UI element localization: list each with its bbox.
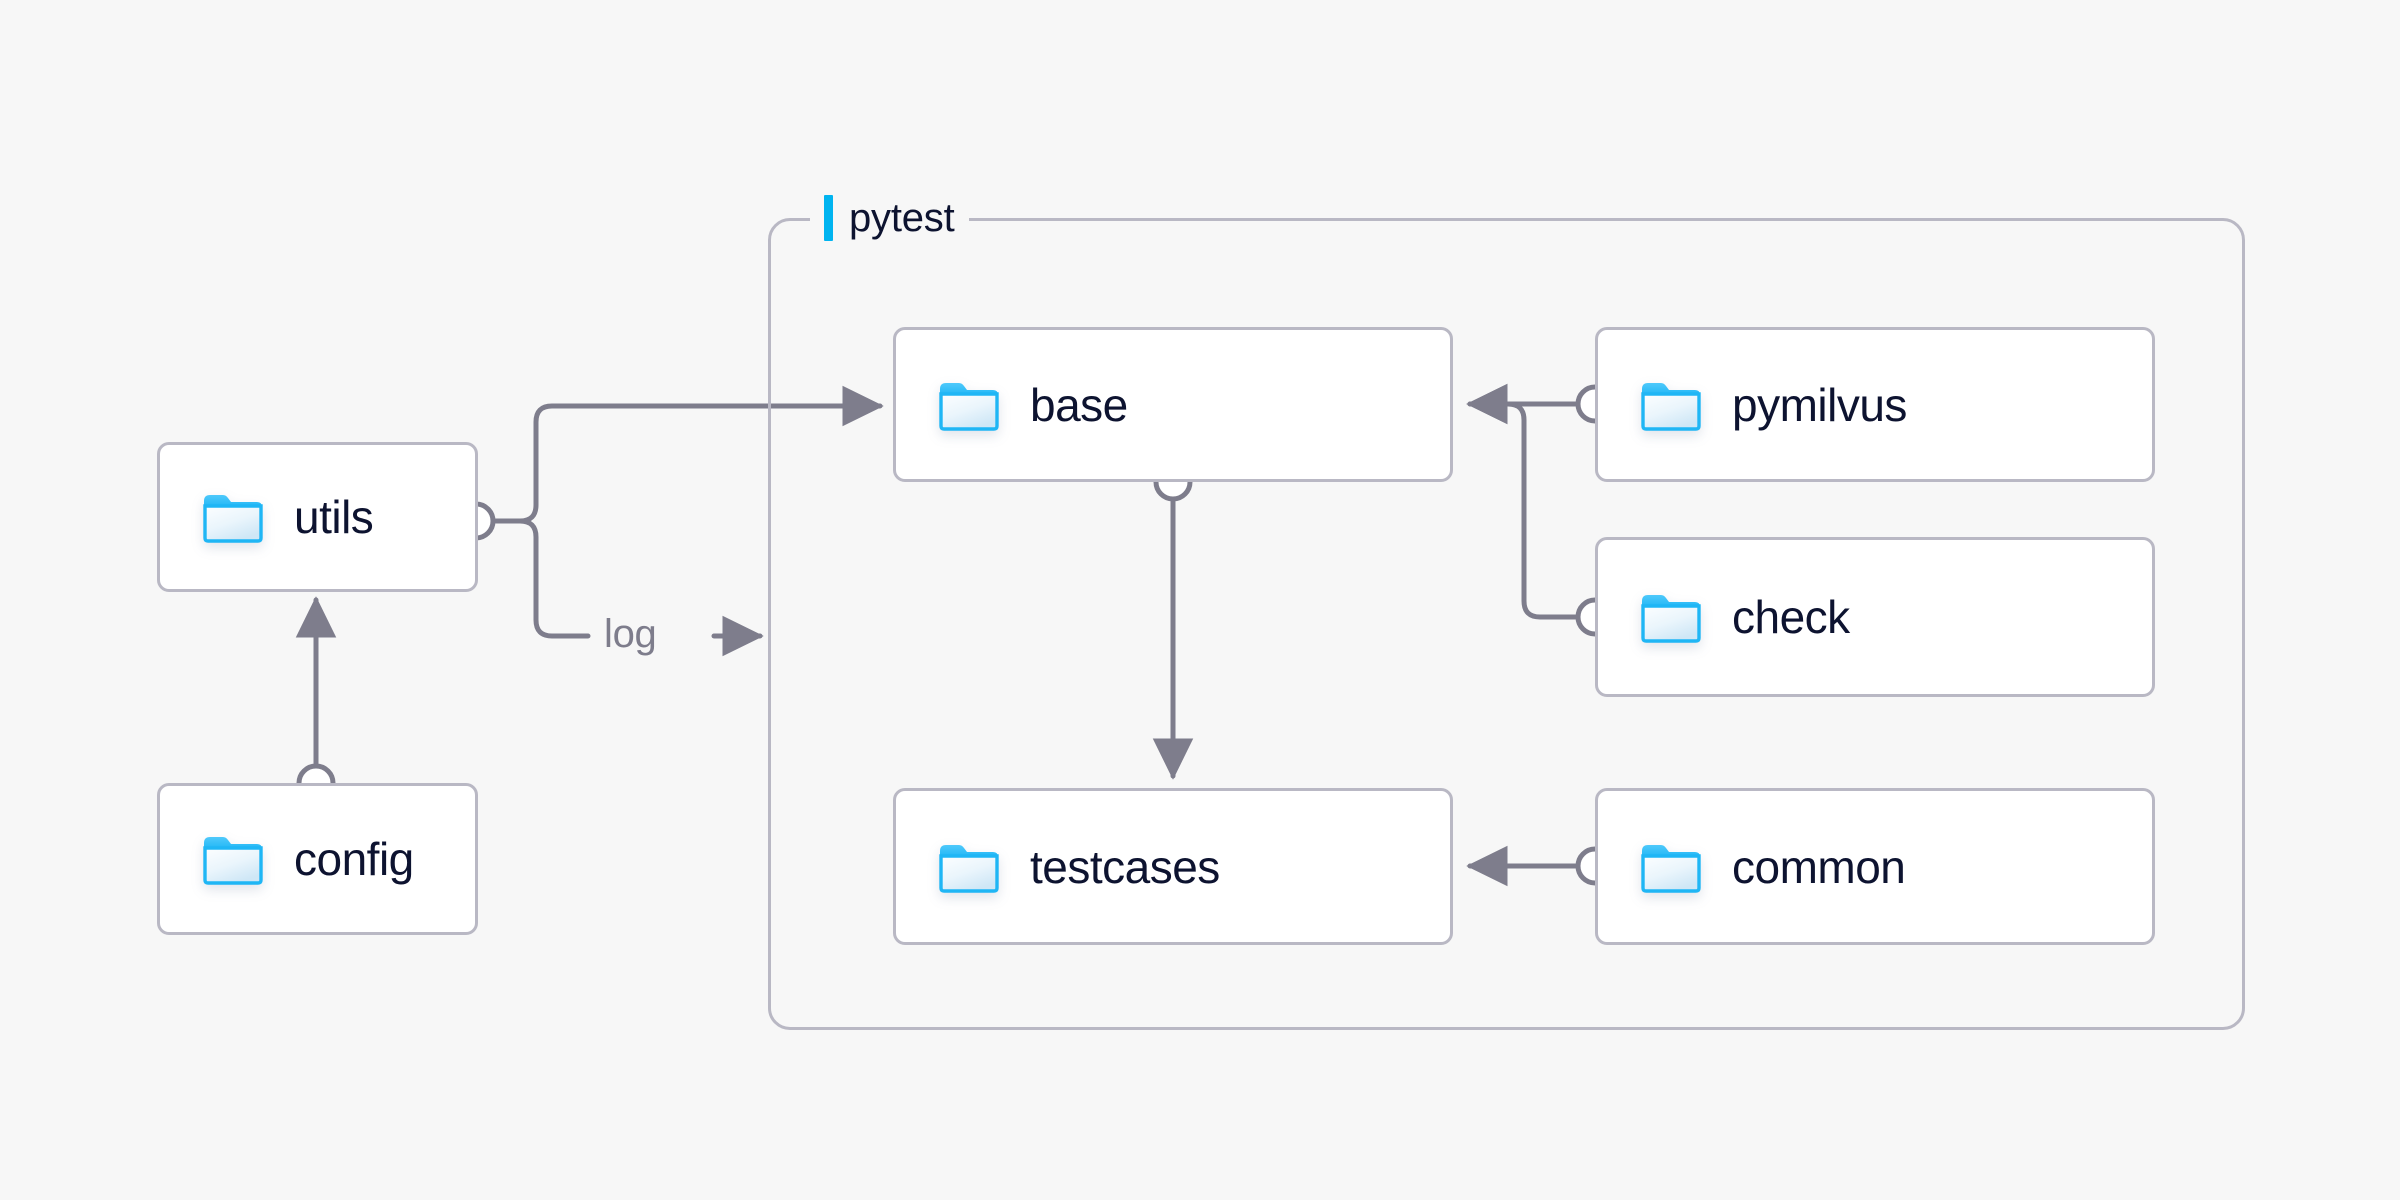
folder-icon bbox=[1640, 591, 1702, 643]
node-config-label: config bbox=[294, 833, 414, 885]
node-check[interactable]: check bbox=[1595, 537, 2155, 697]
edge-label-log: log bbox=[604, 612, 657, 656]
node-testcases[interactable]: testcases bbox=[893, 788, 1453, 945]
folder-icon bbox=[938, 841, 1000, 893]
accent-bar-icon bbox=[824, 195, 833, 241]
folder-icon bbox=[202, 491, 264, 543]
folder-icon bbox=[1640, 841, 1702, 893]
folder-icon bbox=[938, 379, 1000, 431]
node-config[interactable]: config bbox=[157, 783, 478, 935]
folder-icon bbox=[202, 833, 264, 885]
node-check-label: check bbox=[1732, 591, 1850, 643]
pytest-group-label: pytest bbox=[810, 191, 969, 245]
node-common-label: common bbox=[1732, 840, 1906, 893]
pytest-group[interactable] bbox=[768, 218, 2245, 1030]
node-common[interactable]: common bbox=[1595, 788, 2155, 945]
edge-utils-to-log bbox=[491, 518, 591, 639]
pytest-group-label-text: pytest bbox=[849, 195, 955, 240]
node-pymilvus-label: pymilvus bbox=[1732, 378, 1907, 431]
node-base[interactable]: base bbox=[893, 327, 1453, 482]
node-testcases-label: testcases bbox=[1030, 840, 1220, 893]
folder-icon bbox=[1640, 379, 1702, 431]
node-base-label: base bbox=[1030, 378, 1128, 431]
node-pymilvus[interactable]: pymilvus bbox=[1595, 327, 2155, 482]
node-utils-label: utils bbox=[294, 491, 374, 543]
node-utils[interactable]: utils bbox=[157, 442, 478, 592]
